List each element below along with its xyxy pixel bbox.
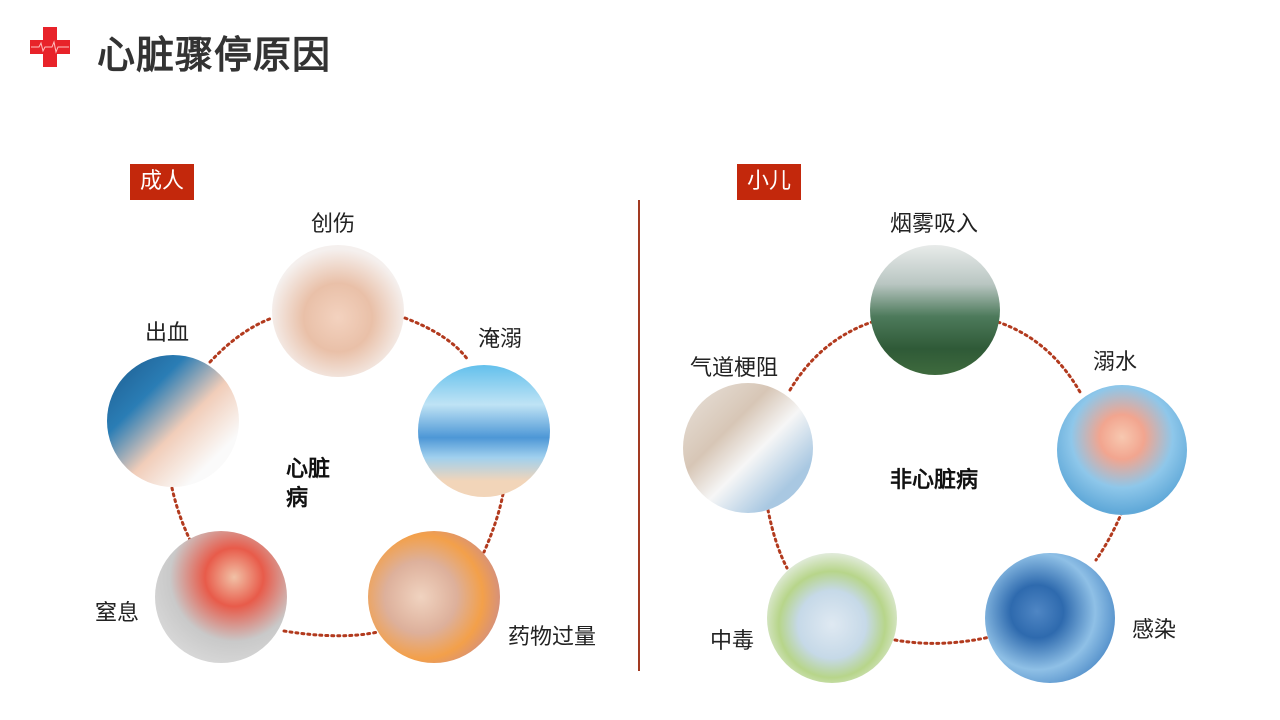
bleeding-image bbox=[107, 355, 239, 487]
label-suffocation: 窒息 bbox=[95, 601, 140, 626]
infection-image bbox=[985, 553, 1115, 683]
poisoning-image bbox=[767, 553, 897, 683]
suffocation-image bbox=[155, 531, 287, 663]
label-bleeding: 出血 bbox=[145, 321, 190, 346]
adult-center-label: 心脏病 bbox=[286, 457, 331, 511]
child-tag: 小儿 bbox=[737, 164, 802, 200]
label-airway-obstruction: 气道梗阻 bbox=[690, 356, 779, 381]
label-smoke: 烟雾吸入 bbox=[890, 212, 979, 237]
smoke-image bbox=[870, 245, 1000, 375]
label-child-drowning: 溺水 bbox=[1093, 350, 1138, 375]
medical-cross-ecg-icon bbox=[30, 27, 70, 67]
label-trauma: 创伤 bbox=[311, 212, 356, 237]
trauma-image bbox=[272, 245, 404, 377]
label-overdose: 药物过量 bbox=[508, 625, 597, 650]
child-drowning-image bbox=[1057, 385, 1187, 515]
page-title: 心脏骤停原因 bbox=[97, 33, 332, 77]
overdose-image bbox=[368, 531, 500, 663]
section-divider bbox=[638, 200, 640, 671]
airway-obstruction-image bbox=[683, 383, 813, 513]
child-center-label: 非心脏病 bbox=[890, 468, 979, 493]
label-poisoning: 中毒 bbox=[710, 629, 755, 654]
drowning-image bbox=[418, 365, 550, 497]
adult-tag: 成人 bbox=[130, 164, 195, 200]
label-infection: 感染 bbox=[1132, 618, 1177, 643]
label-drowning: 淹溺 bbox=[478, 327, 523, 352]
